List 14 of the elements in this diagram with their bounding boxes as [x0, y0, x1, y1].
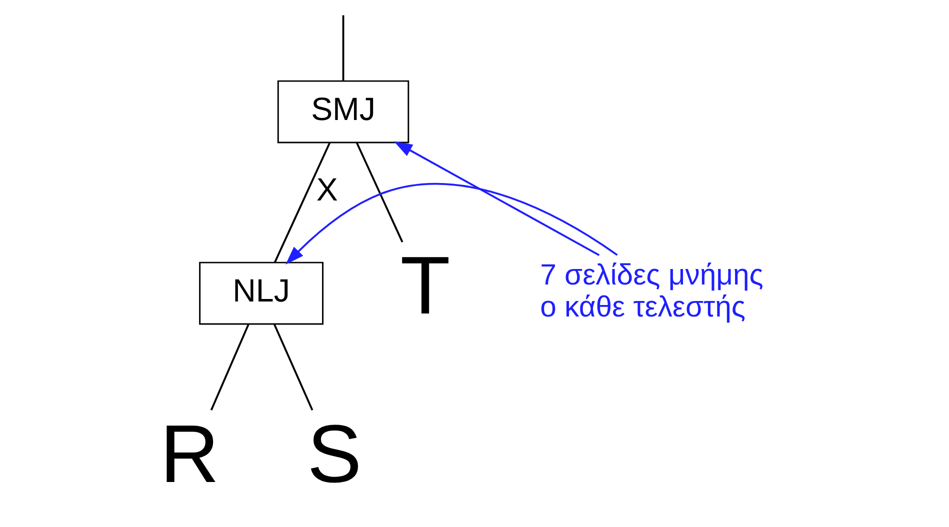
connector	[342, 15, 344, 82]
connector	[210, 324, 249, 410]
node-text: S	[306, 408, 362, 500]
node-text: 7 σελίδες μνήμης ο κάθε τελεστής	[540, 260, 763, 324]
arrow	[285, 183, 618, 264]
node-text: T	[400, 240, 450, 332]
connector	[273, 324, 313, 410]
node-text: R	[159, 408, 219, 500]
arrow	[393, 141, 600, 256]
edge-label: X	[316, 172, 338, 208]
connector	[273, 142, 330, 263]
node-box: SMJ	[276, 80, 409, 144]
connector	[355, 142, 403, 242]
node-box: NLJ	[198, 262, 323, 325]
